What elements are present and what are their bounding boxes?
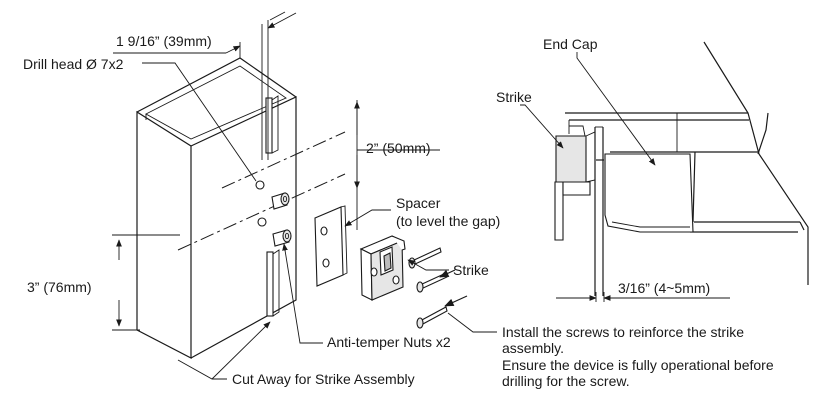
cut-away-slot-upper	[265, 97, 273, 154]
spacing-dimension	[354, 100, 440, 230]
screw-upper	[408, 247, 442, 269]
strike-label-right: Strike	[496, 89, 532, 105]
install-text-line3: Ensure the device is fully operational b…	[502, 357, 774, 373]
section-view	[554, 41, 809, 296]
anti-temper-leader	[282, 243, 323, 344]
strike-right-leader	[520, 104, 564, 149]
gap-dimension	[556, 292, 730, 302]
install-arrows	[439, 269, 468, 307]
gap-dimension-label: 3/16” (4~5mm)	[618, 280, 710, 296]
strike-label-left: Strike	[453, 262, 489, 278]
screw-lower	[416, 306, 448, 329]
install-text-line2: assembly.	[502, 340, 564, 356]
width-dimension	[113, 11, 297, 160]
spacing-dimension-label: 2” (50mm)	[366, 140, 431, 156]
cut-away-label: Cut Away for Strike Assembly	[232, 371, 415, 387]
install-leader	[447, 312, 497, 333]
spacer-label: Spacer	[396, 195, 441, 211]
height-dimension	[112, 234, 180, 331]
height-dimension-label: 3” (76mm)	[27, 279, 92, 295]
strike-side-block	[555, 135, 587, 183]
install-text-line1: Install the screws to reinforce the stri…	[502, 324, 744, 340]
width-dimension-label: 1 9/16” (39mm)	[116, 33, 212, 49]
spacer-sublabel: (to level the gap)	[396, 213, 500, 229]
drill-head-label: Drill head Ø 7x2	[23, 56, 124, 72]
center-line-lower	[177, 173, 346, 251]
drill-hole-upper	[255, 180, 265, 190]
end-cap-leader	[576, 52, 656, 166]
strike-assembly	[359, 235, 406, 301]
door-frame-post	[136, 57, 297, 359]
cut-away-slot-lower	[266, 251, 274, 317]
drill-holes	[255, 180, 267, 227]
drill-hole-lower	[257, 217, 267, 227]
end-cap-block	[604, 153, 694, 233]
install-text-line4: drilling for the screw.	[502, 373, 630, 389]
strike-leader	[407, 259, 449, 271]
spacer-plate	[314, 205, 348, 287]
end-cap-label: End Cap	[543, 36, 598, 52]
drill-head-leader	[142, 62, 257, 182]
anti-temper-nut-upper	[271, 192, 290, 210]
anti-temper-nut-lower	[272, 229, 292, 247]
cut-away-leader	[177, 359, 227, 380]
anti-temper-label: Anti-temper Nuts x2	[327, 334, 451, 350]
spacer-leader	[344, 209, 391, 227]
center-line-upper	[221, 131, 346, 189]
